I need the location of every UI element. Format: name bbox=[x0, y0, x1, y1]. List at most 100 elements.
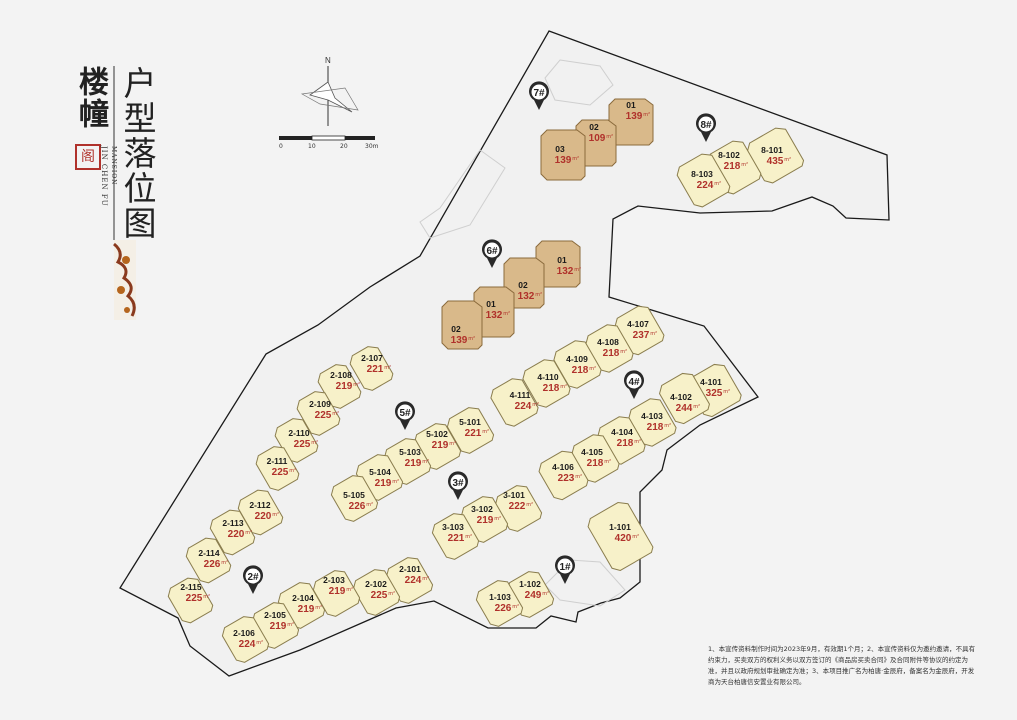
unit-area: 218 bbox=[587, 458, 604, 469]
unit-block[interactable] bbox=[310, 567, 361, 620]
unit-block[interactable] bbox=[165, 574, 214, 626]
unit-footprint[interactable] bbox=[585, 499, 655, 574]
unit-footprint[interactable] bbox=[219, 613, 270, 666]
pin-inner-circle bbox=[626, 373, 642, 389]
unit-number: 01 bbox=[557, 255, 567, 265]
unit-number: 4-111 bbox=[510, 390, 531, 400]
unit-number: 2-113 bbox=[222, 518, 244, 528]
unit-block[interactable] bbox=[235, 486, 284, 538]
unit-footprint[interactable] bbox=[657, 369, 712, 426]
unit-block[interactable] bbox=[473, 577, 524, 630]
unit-footprint[interactable] bbox=[235, 486, 284, 538]
unit-footprint[interactable] bbox=[488, 375, 540, 429]
unit-footprint[interactable] bbox=[473, 577, 524, 630]
unit-footprint[interactable] bbox=[253, 443, 301, 494]
building-pin-4[interactable]: 4# bbox=[624, 370, 645, 399]
unit-number: 5-105 bbox=[343, 490, 365, 500]
unit-footprint[interactable] bbox=[744, 124, 805, 186]
unit-block[interactable] bbox=[674, 150, 732, 210]
unit-block[interactable] bbox=[444, 404, 495, 457]
unit-footprint[interactable] bbox=[536, 447, 590, 502]
unit-block[interactable] bbox=[744, 124, 805, 186]
unit-block[interactable] bbox=[488, 375, 540, 429]
unit-number: 2-106 bbox=[233, 628, 255, 638]
unit-block[interactable] bbox=[569, 431, 621, 485]
unit-footprint[interactable] bbox=[444, 404, 495, 457]
unit-block[interactable] bbox=[350, 566, 401, 619]
unit-footprint[interactable] bbox=[350, 566, 401, 619]
unit-block[interactable] bbox=[315, 361, 363, 412]
unit-block[interactable] bbox=[383, 554, 434, 607]
building-pin-7[interactable]: 7# bbox=[529, 81, 549, 110]
pin-inner-circle bbox=[698, 116, 714, 132]
unit-footprint[interactable] bbox=[520, 356, 572, 410]
unit-area-unit: m² bbox=[643, 112, 650, 118]
unit-block[interactable] bbox=[441, 300, 483, 350]
unit-block[interactable] bbox=[294, 388, 342, 439]
building-pin-1[interactable]: 1# bbox=[555, 555, 575, 584]
unit-footprint[interactable] bbox=[569, 431, 621, 485]
unit-area: 219 bbox=[270, 621, 287, 632]
unit-area: 221 bbox=[465, 428, 482, 439]
unit-block[interactable] bbox=[657, 369, 712, 426]
site-boundary bbox=[119, 30, 890, 677]
unit-footprint[interactable] bbox=[165, 574, 214, 626]
unit-footprint[interactable] bbox=[207, 506, 256, 558]
unit-footprint[interactable] bbox=[310, 567, 361, 620]
unit-footprint[interactable] bbox=[383, 554, 434, 607]
unit-area: 132 bbox=[557, 266, 574, 277]
unit-block[interactable] bbox=[540, 129, 586, 181]
unit-footprint[interactable] bbox=[492, 482, 543, 535]
unit-block[interactable] bbox=[492, 482, 543, 535]
unit-block[interactable] bbox=[219, 613, 270, 666]
unit-block[interactable] bbox=[253, 443, 301, 494]
unit-area-unit: m² bbox=[449, 441, 456, 447]
pin-inner-circle bbox=[484, 242, 500, 258]
unit-number: 2-102 bbox=[365, 579, 387, 589]
unit-block[interactable] bbox=[183, 534, 232, 586]
unit-footprint[interactable] bbox=[347, 343, 395, 394]
unit-area: 218 bbox=[724, 161, 741, 172]
unit-block[interactable] bbox=[583, 321, 635, 375]
unit-block[interactable] bbox=[626, 395, 678, 449]
unit-number: 4-104 bbox=[611, 427, 633, 437]
unit-footprint[interactable] bbox=[183, 534, 232, 586]
unit-footprint[interactable] bbox=[583, 321, 635, 375]
unit-area: 226 bbox=[495, 603, 512, 614]
unit-footprint[interactable] bbox=[674, 150, 732, 210]
unit-footprint[interactable] bbox=[540, 129, 586, 181]
unit-block[interactable] bbox=[429, 510, 480, 563]
unit-block[interactable] bbox=[551, 337, 603, 391]
unit-footprint[interactable] bbox=[626, 395, 678, 449]
unit-area-unit: m² bbox=[693, 404, 700, 410]
unit-block[interactable] bbox=[536, 447, 590, 502]
unit-number: 5-103 bbox=[399, 447, 421, 457]
svg-text:30m: 30m bbox=[365, 143, 379, 150]
unit-footprint[interactable] bbox=[315, 361, 363, 412]
building-pin-2[interactable]: 2# bbox=[243, 565, 263, 594]
building-pin-6[interactable]: 6# bbox=[482, 239, 503, 268]
unit-area-unit: m² bbox=[465, 534, 472, 540]
unit-footprint[interactable] bbox=[551, 337, 603, 391]
unit-block[interactable] bbox=[207, 506, 256, 558]
unit-footprint[interactable] bbox=[294, 388, 342, 439]
unit-block[interactable] bbox=[520, 356, 572, 410]
unit-area: 221 bbox=[448, 533, 465, 544]
unit-area: 226 bbox=[204, 559, 221, 570]
unit-block[interactable] bbox=[585, 499, 655, 574]
unit-area: 244 bbox=[676, 403, 693, 414]
unit-area-unit: m² bbox=[650, 331, 657, 337]
unit-block[interactable] bbox=[347, 343, 395, 394]
unit-footprint[interactable] bbox=[441, 300, 483, 350]
unit-area-unit: m² bbox=[332, 411, 339, 417]
building-pin-3[interactable]: 3# bbox=[448, 471, 468, 500]
unit-number: 4-103 bbox=[641, 411, 663, 421]
scale-bar: 0 10 20 30m bbox=[279, 135, 379, 150]
unit-block[interactable] bbox=[328, 472, 379, 525]
unit-footprint[interactable] bbox=[429, 510, 480, 563]
unit-footprint[interactable] bbox=[328, 472, 379, 525]
unit-number: 2-111 bbox=[267, 456, 288, 466]
building-pin-8[interactable]: 8# bbox=[696, 113, 716, 142]
building-pin-5[interactable]: 5# bbox=[394, 401, 415, 430]
